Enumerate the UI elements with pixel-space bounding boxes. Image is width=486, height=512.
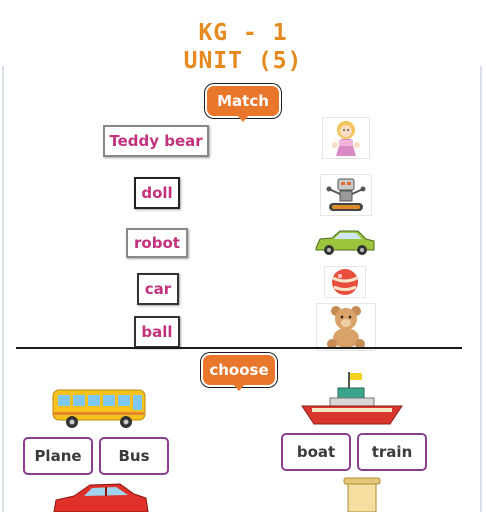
page-border-left xyxy=(2,66,4,512)
bus-image xyxy=(50,386,150,432)
option-boat[interactable]: boat xyxy=(281,433,351,471)
red-car-image xyxy=(50,480,150,512)
jar-image xyxy=(340,476,384,512)
page-border-right xyxy=(480,66,482,512)
page-subtitle: UNIT (5) xyxy=(183,48,303,74)
section-divider xyxy=(16,347,462,349)
teddy-bear-image[interactable] xyxy=(316,303,376,351)
option-bus[interactable]: Bus xyxy=(99,437,169,475)
word-card-teddy-bear[interactable]: Teddy bear xyxy=(103,125,209,157)
boat-image xyxy=(300,370,404,430)
doll-image[interactable] xyxy=(322,117,370,159)
word-card-car[interactable]: car xyxy=(137,273,179,305)
word-card-doll[interactable]: doll xyxy=(134,177,180,209)
word-card-robot[interactable]: robot xyxy=(126,228,188,258)
word-card-ball[interactable]: ball xyxy=(134,316,180,348)
option-plane[interactable]: Plane xyxy=(23,437,93,475)
choose-tag: choose xyxy=(203,355,275,391)
robot-image[interactable] xyxy=(320,174,372,216)
page-title: KG - 1 xyxy=(198,20,288,46)
match-tag: Match xyxy=(207,86,279,122)
option-train[interactable]: train xyxy=(357,433,427,471)
ball-image[interactable] xyxy=(324,266,366,298)
car-image[interactable] xyxy=(312,226,378,258)
